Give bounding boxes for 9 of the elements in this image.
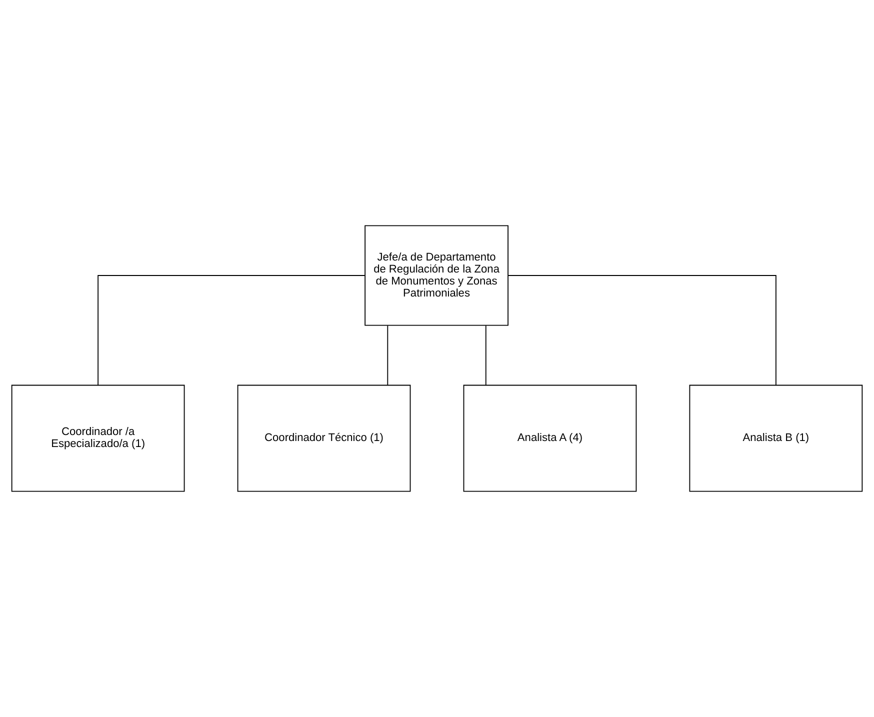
node-box: Coordinador /a Especializado/a (1) xyxy=(11,384,185,492)
connector xyxy=(98,275,366,386)
node-box: Coordinador Técnico (1) xyxy=(237,384,411,492)
connector xyxy=(387,325,388,386)
node-box: Analista B (1) xyxy=(689,384,863,492)
connector xyxy=(485,325,486,386)
connector xyxy=(508,275,776,386)
node-box: Jefe/a de Departamento de Regulación de la Zona de Monumentos y Zonas Patrimoniales xyxy=(364,225,508,326)
node-box: Analista A (4) xyxy=(463,384,637,492)
